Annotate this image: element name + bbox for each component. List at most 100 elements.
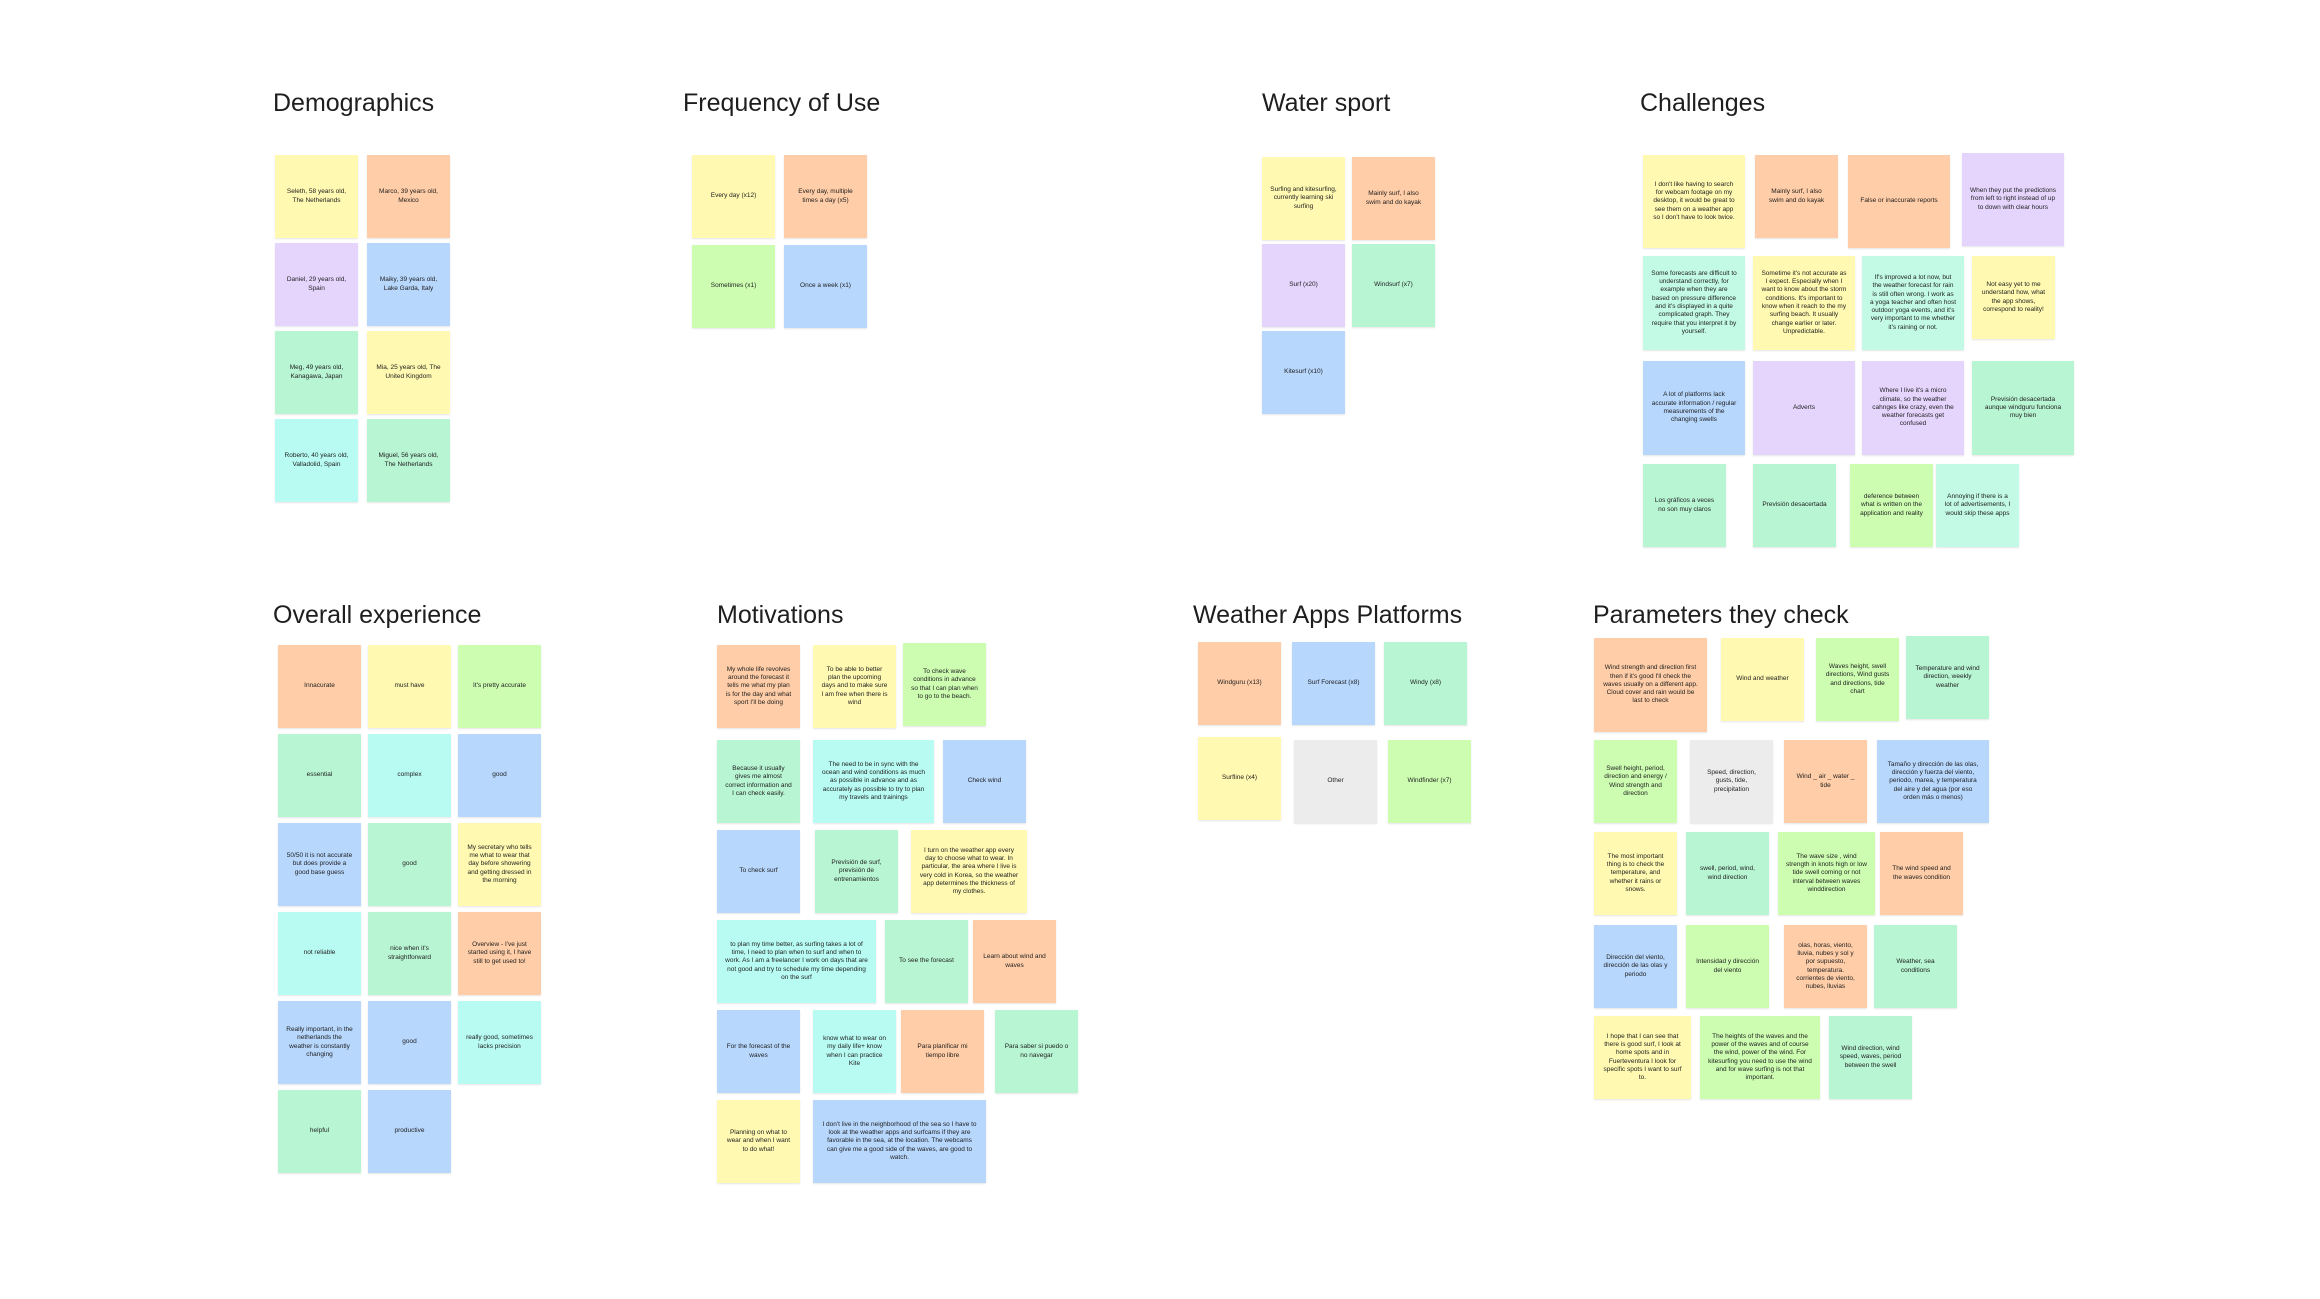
sticky-note[interactable]: to plan my time better, as surfing takes…	[717, 920, 876, 1003]
sticky-note[interactable]: A lot of platforms lack accurate informa…	[1643, 361, 1745, 455]
section-title-motivations: Motivations	[717, 601, 844, 629]
sticky-note[interactable]: Marco, 39 years old, Mexico	[367, 155, 450, 238]
sticky-note[interactable]: To check wave conditions in advance so t…	[903, 643, 986, 726]
sticky-note[interactable]: productive	[368, 1090, 451, 1173]
sticky-note[interactable]: The heights of the waves and the power o…	[1700, 1016, 1820, 1099]
sticky-note[interactable]: Mainly surf, I also swim and do kayak	[1755, 155, 1838, 238]
sticky-note[interactable]: Intensidad y dirección del viento	[1686, 925, 1769, 1008]
sticky-note[interactable]: Windsurf (x7)	[1352, 244, 1435, 327]
sticky-note[interactable]: I don't like having to search for webcam…	[1643, 155, 1745, 248]
sticky-note[interactable]: My secretary who tells me what to wear t…	[458, 823, 541, 906]
sticky-note[interactable]: not reliable	[278, 912, 361, 995]
sticky-note[interactable]: Waves height, swell directions, Wind gus…	[1816, 638, 1899, 721]
sticky-note[interactable]: Windy (x8)	[1384, 642, 1467, 725]
section-title-demographics: Demographics	[273, 89, 435, 117]
sticky-note[interactable]: Really important, in the netherlands the…	[278, 1001, 361, 1084]
sticky-note[interactable]: Every day (x12)	[692, 155, 775, 238]
sticky-note[interactable]: It's pretty accurate	[458, 645, 541, 728]
sticky-note[interactable]: good	[458, 734, 541, 817]
sticky-note[interactable]: To be able to better plan the upcoming d…	[813, 645, 896, 728]
sticky-note[interactable]: To check surf	[717, 830, 800, 913]
sticky-note[interactable]: Every day, multiple times a day (x5)	[784, 155, 867, 238]
sticky-note[interactable]: complex	[368, 734, 451, 817]
sticky-note[interactable]: deference between what is written on the…	[1850, 464, 1933, 547]
sticky-note[interactable]: For the forecast of the waves	[717, 1010, 800, 1093]
sticky-note[interactable]: Mia, 25 years old, The United Kingdom	[367, 331, 450, 414]
sticky-note[interactable]: Because it usually gives me almost corre…	[717, 740, 800, 823]
sticky-note[interactable]: If's improved a lot now, but the weather…	[1862, 256, 1964, 350]
sticky-note[interactable]: Not easy yet to me understand how, what …	[1972, 256, 2055, 339]
sticky-note[interactable]: Once a week (x1)	[784, 245, 867, 328]
sticky-note[interactable]: Roberto, 40 years old, Valladolid, Spain	[275, 419, 358, 502]
sticky-note[interactable]: Check wind	[943, 740, 1026, 823]
sticky-note[interactable]: Tamaño y dirección de las olas, direcció…	[1877, 740, 1989, 823]
sticky-note[interactable]: Mainly surf, I also swim and do kayak	[1352, 157, 1435, 240]
sticky-note[interactable]: Adverts	[1753, 361, 1855, 455]
sticky-note[interactable]: Wind strength and direction first then i…	[1594, 638, 1707, 732]
sticky-note[interactable]: Para planificar mi tiempo libre	[901, 1010, 984, 1093]
sticky-note[interactable]: Planning on what to wear and when I want…	[717, 1100, 800, 1183]
section-title-water-sport: Water sport	[1262, 89, 1391, 117]
sticky-note[interactable]: olas, horas, viento, lluvia, nubes y sol…	[1784, 925, 1867, 1008]
sticky-note[interactable]: The most important thing is to check the…	[1594, 832, 1677, 915]
sticky-note[interactable]: Surf Forecast (x8)	[1292, 642, 1375, 725]
sticky-note[interactable]: My whole life revolves around the foreca…	[717, 645, 800, 728]
sticky-note[interactable]: really good, sometimes lacks precision	[458, 1001, 541, 1084]
sticky-note[interactable]: good	[368, 1001, 451, 1084]
sticky-note[interactable]: Swell height, period, direction and ener…	[1594, 740, 1677, 823]
sticky-note[interactable]: Previsión desacertada	[1753, 464, 1836, 547]
sticky-note[interactable]: must have	[368, 645, 451, 728]
sticky-note[interactable]: 50/50 it is not accurate but does provid…	[278, 823, 361, 906]
sticky-note[interactable]: Miguel, 56 years old, The Netherlands	[367, 419, 450, 502]
sticky-note[interactable]: Speed, direction, gusts, tide, precipita…	[1690, 740, 1773, 823]
sticky-note[interactable]: Windfinder (x7)	[1388, 740, 1471, 823]
sticky-note[interactable]: I hope that I can see that there is good…	[1594, 1016, 1691, 1099]
sticky-note[interactable]: Learn about wind and waves	[973, 920, 1056, 1003]
sticky-note[interactable]: The wave size , wind strength in knots h…	[1778, 832, 1875, 915]
sticky-note[interactable]: helpful	[278, 1090, 361, 1173]
sticky-note[interactable]: Surfing and kitesurfing, currently learn…	[1262, 157, 1345, 240]
sticky-note[interactable]: Sometimes (x1)	[692, 245, 775, 328]
sticky-note[interactable]: Surf (x20)	[1262, 244, 1345, 327]
sticky-note[interactable]: swell, period, wind, wind direction	[1686, 832, 1769, 915]
section-title-frequency: Frequency of Use	[683, 89, 881, 117]
sticky-note[interactable]: Sometime it's not accurate as I expect. …	[1753, 256, 1855, 350]
section-title-weather-apps-platforms: Weather Apps Platforms	[1193, 601, 1463, 629]
sticky-note[interactable]: Los gráficos a veces no son muy claros	[1643, 464, 1726, 547]
sticky-note[interactable]: Wind _ air _ water _ tide	[1784, 740, 1867, 823]
sticky-note[interactable]: Surfline (x4)	[1198, 737, 1281, 820]
sticky-note[interactable]: Windguru (x13)	[1198, 642, 1281, 725]
sticky-note[interactable]: Kitesurf (x10)	[1262, 331, 1345, 414]
sticky-note[interactable]: Previsión de surf, previsión de entrenam…	[815, 830, 898, 913]
sticky-note[interactable]: Overview - I've just started using it, I…	[458, 912, 541, 995]
sticky-note[interactable]: Wind and weather	[1721, 638, 1804, 721]
sticky-note[interactable]: Where I live it's a micro climate, so th…	[1862, 361, 1964, 455]
sticky-note[interactable]: Maiky, 39 years old, Lake Garda, Italy	[367, 243, 450, 326]
sticky-note[interactable]: To see the forecast	[885, 920, 968, 1003]
section-title-parameters: Parameters they check	[1593, 601, 1849, 629]
sticky-note[interactable]: The wind speed and the waves condition	[1880, 832, 1963, 915]
sticky-note[interactable]: Seleth, 58 years old, The Netherlands	[275, 155, 358, 238]
sticky-note[interactable]: When they put the predictions from left …	[1962, 153, 2064, 246]
sticky-note[interactable]: essential	[278, 734, 361, 817]
sticky-note[interactable]: Innacurate	[278, 645, 361, 728]
sticky-note[interactable]: nice when it's straightforward	[368, 912, 451, 995]
sticky-note[interactable]: Wind direction, wind speed, waves, perio…	[1829, 1016, 1912, 1099]
sticky-note[interactable]: Annoying if there is a lot of advertisem…	[1936, 464, 2019, 547]
section-title-overall-experience: Overall experience	[273, 601, 482, 629]
sticky-note[interactable]: good	[368, 823, 451, 906]
sticky-note[interactable]: Some forecasts are difficult to understa…	[1643, 256, 1745, 350]
sticky-note[interactable]: Weather, sea conditions	[1874, 925, 1957, 1008]
sticky-note[interactable]: I turn on the weather app every day to c…	[911, 830, 1027, 913]
sticky-note[interactable]: Meg, 49 years old, Kanagawa, Japan	[275, 331, 358, 414]
sticky-note[interactable]: Para saber si puedo o no navegar	[995, 1010, 1078, 1093]
sticky-note[interactable]: Daniel, 29 years old, Spain	[275, 243, 358, 326]
sticky-note[interactable]: I don't live in the neighborhood of the …	[813, 1100, 986, 1183]
sticky-note[interactable]: Previsión desacertada aunque windguru fu…	[1972, 361, 2074, 455]
sticky-note[interactable]: The need to be in sync with the ocean an…	[813, 740, 934, 823]
sticky-note[interactable]: Other	[1294, 740, 1377, 823]
sticky-note[interactable]: False or inaccurate reports	[1848, 155, 1950, 248]
sticky-note[interactable]: Temperature and wind direction, weekly w…	[1906, 636, 1989, 719]
sticky-note[interactable]: Dirección del viento, dirección de las o…	[1594, 925, 1677, 1008]
sticky-note[interactable]: know what to wear on my daily life+ know…	[813, 1010, 896, 1093]
